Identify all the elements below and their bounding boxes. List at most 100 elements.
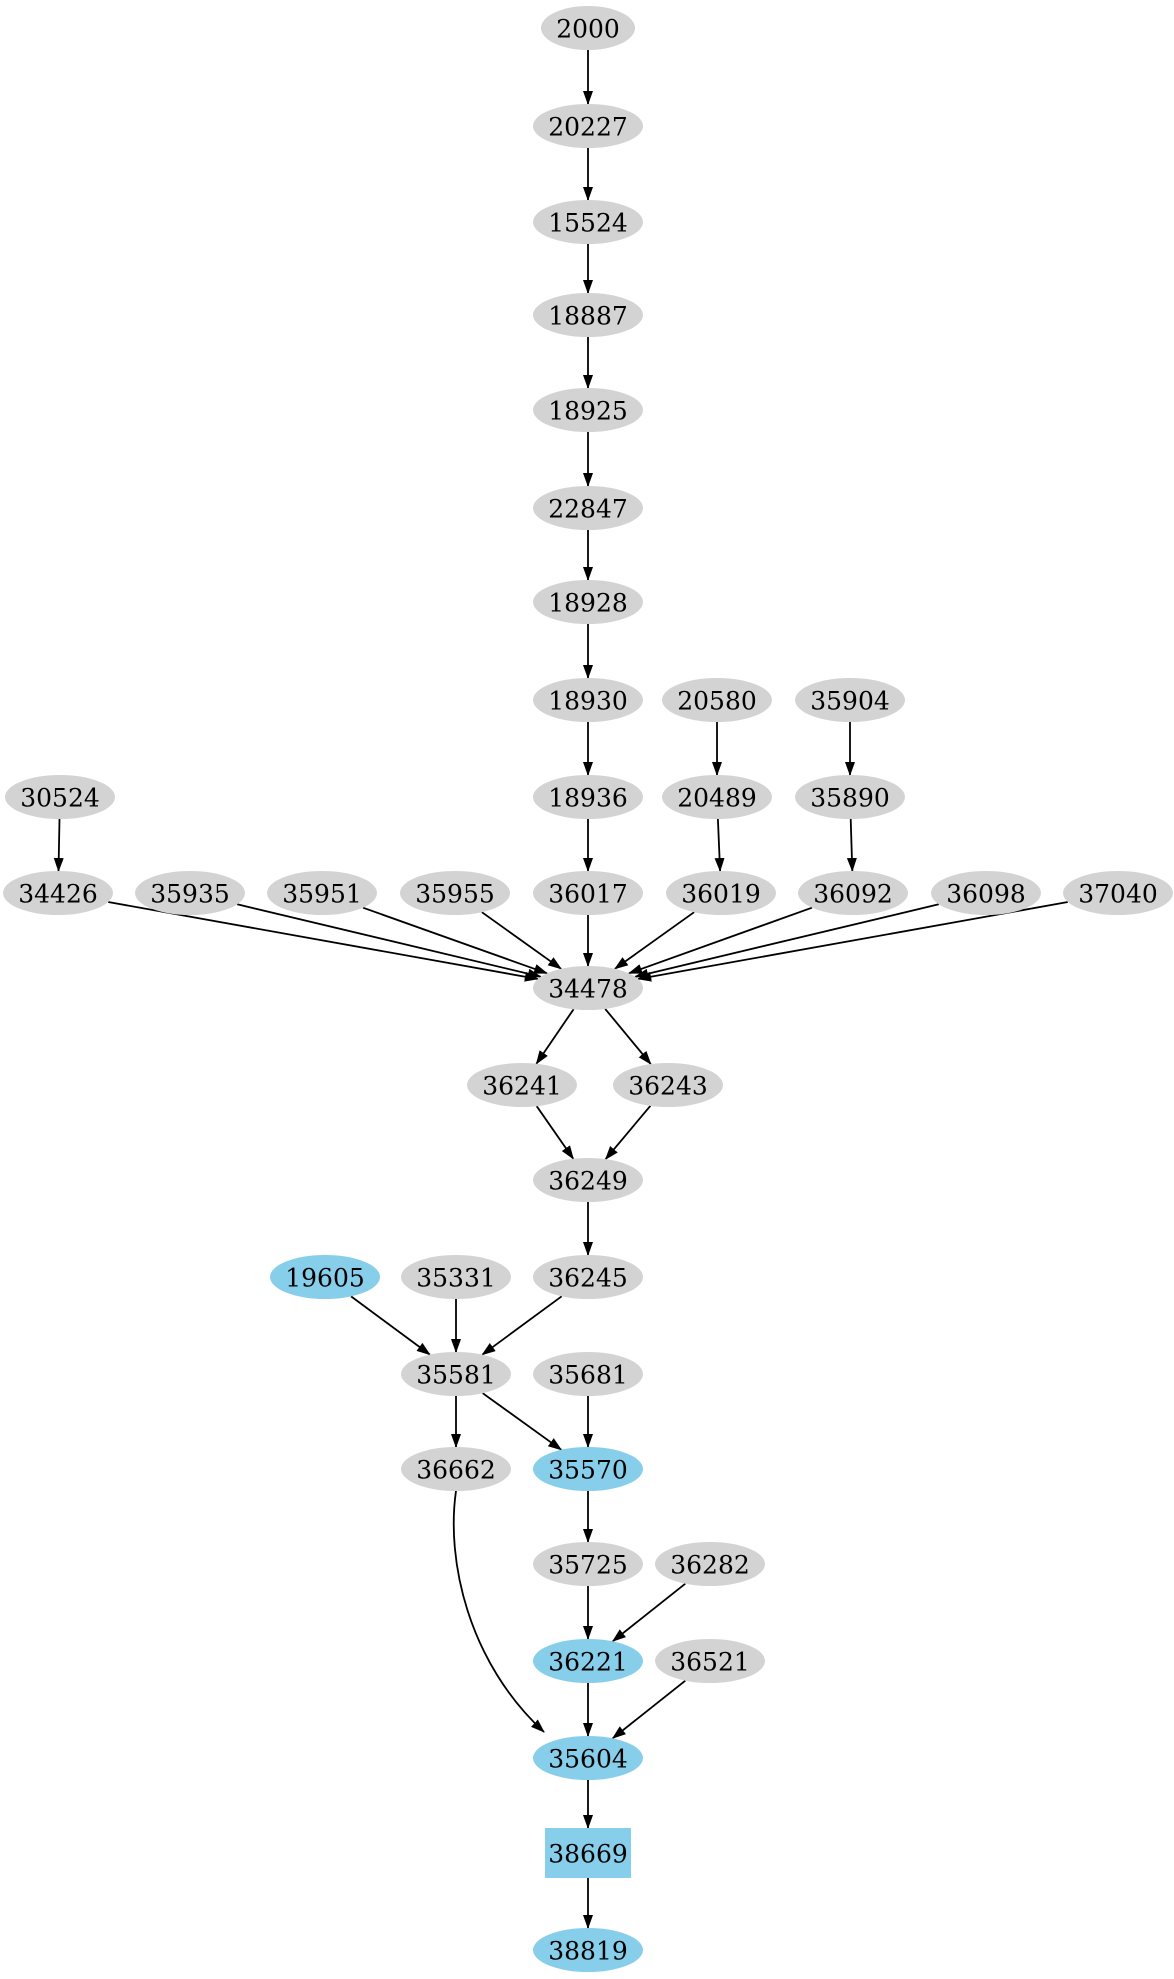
edge-35935-34478 <box>236 903 542 979</box>
node-ellipse-34478 <box>533 966 643 1010</box>
node-label-37040: 37040 <box>1078 880 1158 909</box>
node-ellipse-35681 <box>533 1352 643 1396</box>
node-ellipse-35935 <box>135 871 245 915</box>
edge-34478-36241 <box>535 1008 575 1065</box>
edge-36019-34478 <box>614 911 695 970</box>
edge-36662-35604 <box>452 1490 545 1733</box>
node-36019: 36019 <box>666 871 776 915</box>
node-ellipse-37040 <box>1063 871 1173 915</box>
node-18887: 18887 <box>533 293 643 337</box>
node-35581: 35581 <box>401 1352 511 1396</box>
node-ellipse-35331 <box>401 1255 511 1299</box>
node-ellipse-18928 <box>533 580 643 624</box>
edge-35890-36092 <box>846 818 857 872</box>
node-35935: 35935 <box>135 871 245 915</box>
node-label-2000: 2000 <box>556 15 620 44</box>
node-label-36092: 36092 <box>813 880 893 909</box>
node-ellipse-36249 <box>533 1158 643 1202</box>
node-label-22847: 22847 <box>548 495 628 524</box>
node-label-36019: 36019 <box>681 880 761 909</box>
node-18936: 18936 <box>533 775 643 819</box>
node-ellipse-2000 <box>541 6 635 50</box>
node-36662: 36662 <box>401 1447 511 1491</box>
node-ellipse-36241 <box>467 1063 577 1107</box>
edges-layer <box>53 50 1068 1929</box>
node-label-35581: 35581 <box>416 1361 496 1390</box>
node-34426: 34426 <box>3 871 113 915</box>
edge-30524-34426 <box>53 818 64 872</box>
node-ellipse-34426 <box>3 871 113 915</box>
node-20227: 20227 <box>533 104 643 148</box>
node-35725: 35725 <box>533 1542 643 1586</box>
node-ellipse-36245 <box>533 1255 643 1299</box>
node-label-35904: 35904 <box>810 687 890 716</box>
node-ellipse-36243 <box>613 1063 723 1107</box>
node-label-30524: 30524 <box>20 784 100 813</box>
node-20489: 20489 <box>662 775 772 819</box>
node-35904: 35904 <box>795 678 905 722</box>
node-37040: 37040 <box>1063 871 1173 915</box>
edge-36098-34478 <box>634 903 940 979</box>
edge-35581-35570 <box>482 1392 563 1451</box>
node-ellipse-38819 <box>533 1928 643 1972</box>
node-label-36221: 36221 <box>548 1648 628 1677</box>
node-15524: 15524 <box>533 200 643 244</box>
node-label-35890: 35890 <box>810 784 890 813</box>
node-35890: 35890 <box>795 775 905 819</box>
node-36521: 36521 <box>655 1639 765 1683</box>
edge-35951-34478 <box>362 906 548 975</box>
node-ellipse-35890 <box>795 775 905 819</box>
node-label-35331: 35331 <box>416 1264 496 1293</box>
node-36098: 36098 <box>931 871 1041 915</box>
node-label-20489: 20489 <box>677 784 757 813</box>
node-box-38669 <box>545 1828 631 1878</box>
node-18928: 18928 <box>533 580 643 624</box>
node-36017: 36017 <box>533 871 643 915</box>
node-2000: 2000 <box>541 6 635 50</box>
node-35604: 35604 <box>533 1736 643 1780</box>
node-label-35935: 35935 <box>150 880 230 909</box>
node-ellipse-18887 <box>533 293 643 337</box>
edge-36245-35581 <box>481 1295 563 1356</box>
node-label-36098: 36098 <box>946 880 1026 909</box>
node-label-34478: 34478 <box>548 975 628 1004</box>
node-label-19605: 19605 <box>285 1264 365 1293</box>
node-label-36282: 36282 <box>670 1551 750 1580</box>
node-label-18936: 18936 <box>548 784 628 813</box>
edge-34478-36243 <box>604 1008 652 1065</box>
node-label-34426: 34426 <box>18 880 98 909</box>
node-label-36241: 36241 <box>482 1072 562 1101</box>
node-label-36521: 36521 <box>670 1648 750 1677</box>
node-38669: 38669 <box>545 1828 631 1878</box>
node-label-38819: 38819 <box>548 1937 628 1966</box>
node-ellipse-36019 <box>666 871 776 915</box>
node-label-36017: 36017 <box>548 880 628 909</box>
node-label-18925: 18925 <box>548 397 628 426</box>
node-ellipse-36098 <box>931 871 1041 915</box>
node-ellipse-18925 <box>533 388 643 432</box>
edge-36092-34478 <box>628 906 813 975</box>
node-label-35681: 35681 <box>548 1361 628 1390</box>
node-20580: 20580 <box>662 678 772 722</box>
node-36249: 36249 <box>533 1158 643 1202</box>
node-36221: 36221 <box>533 1639 643 1683</box>
edge-35955-34478 <box>481 911 562 970</box>
node-ellipse-35955 <box>400 871 510 915</box>
node-36092: 36092 <box>798 871 908 915</box>
edge-19605-35581 <box>350 1295 431 1356</box>
node-label-36662: 36662 <box>416 1456 496 1485</box>
node-label-36243: 36243 <box>628 1072 708 1101</box>
node-18925: 18925 <box>533 388 643 432</box>
node-ellipse-20580 <box>662 678 772 722</box>
node-36243: 36243 <box>613 1063 723 1107</box>
node-label-35951: 35951 <box>282 880 362 909</box>
edge-36241-36249 <box>535 1105 575 1160</box>
node-ellipse-19605 <box>270 1255 380 1299</box>
node-35681: 35681 <box>533 1352 643 1396</box>
node-ellipse-15524 <box>533 200 643 244</box>
node-ellipse-35951 <box>267 871 377 915</box>
node-label-18928: 18928 <box>548 589 628 618</box>
node-label-18887: 18887 <box>548 302 628 331</box>
